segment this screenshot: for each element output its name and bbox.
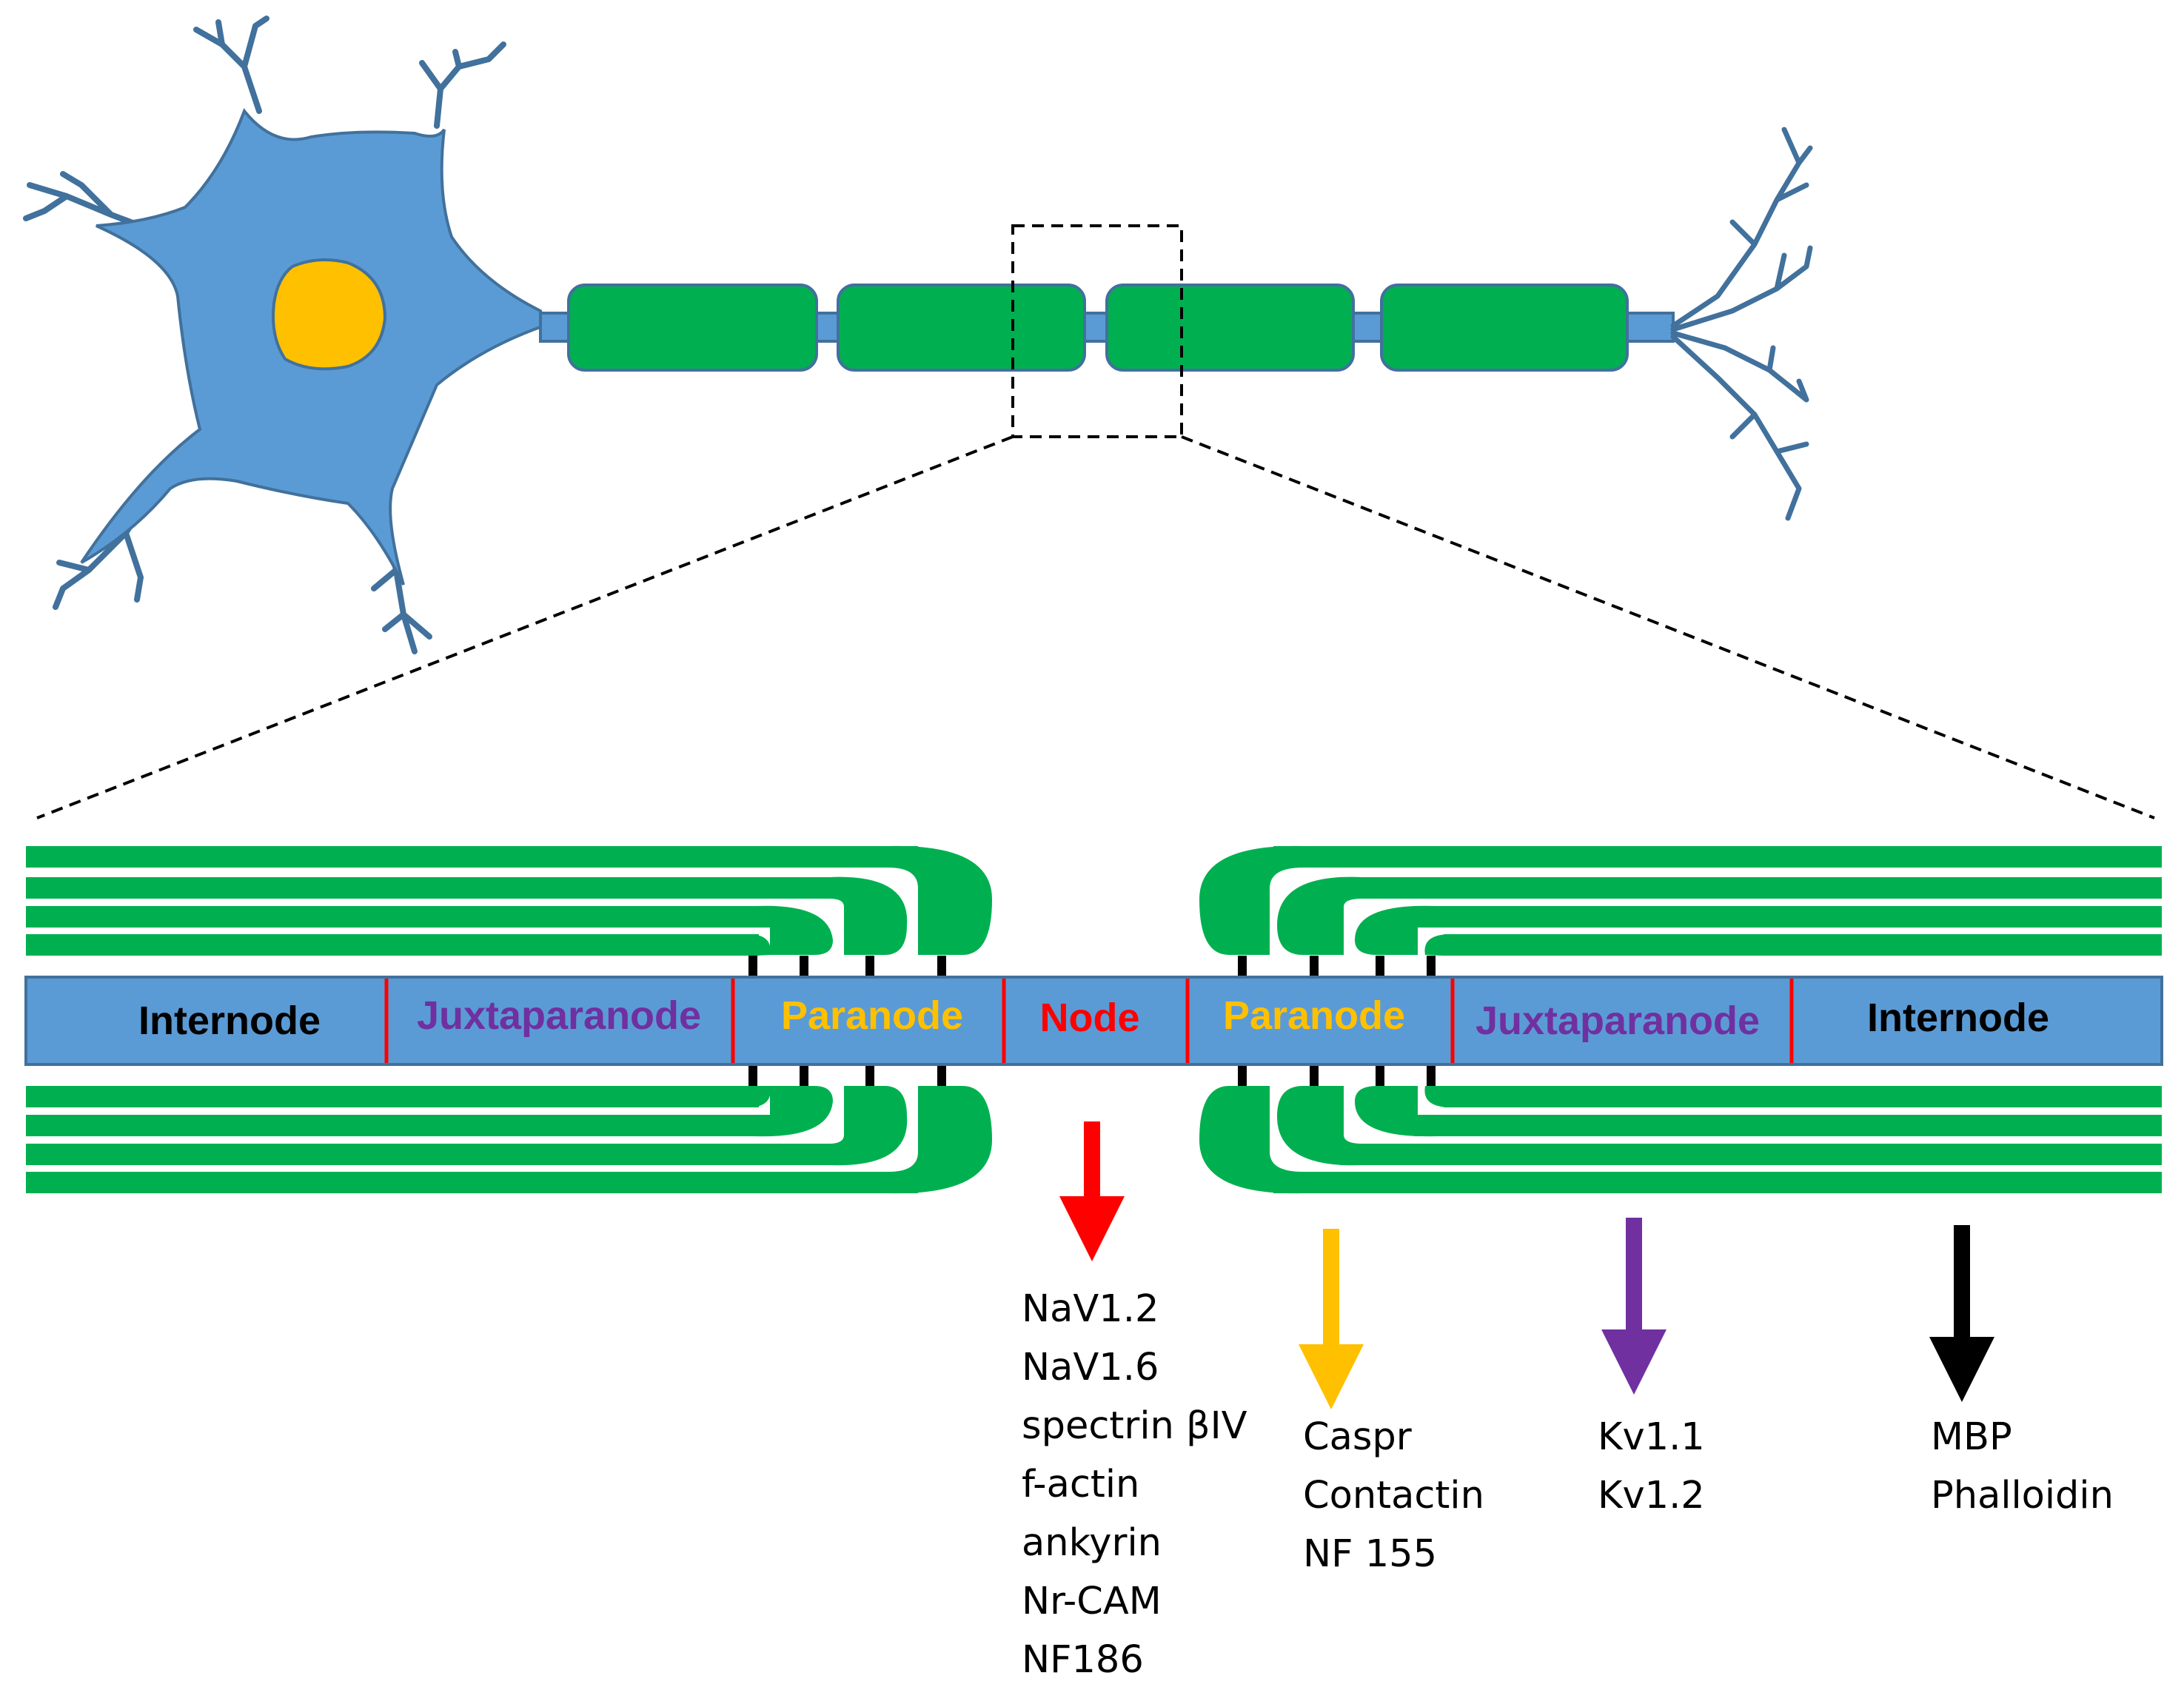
myelin-lamella: [1340, 1144, 2162, 1165]
myelin-lamella: [26, 1144, 844, 1165]
segment-labels: Internode Juxtaparanode Paranode Node Pa…: [138, 993, 2049, 1043]
paranodal-loop: [755, 1086, 833, 1137]
segment-label-internode-left: Internode: [138, 999, 321, 1043]
dendrites: [23, 16, 506, 654]
marker-item: f-actin: [1022, 1463, 1139, 1506]
myelin-lamella: [1273, 846, 2162, 868]
marker-item: Kv1.2: [1598, 1474, 1705, 1517]
myelin-sheath: [1380, 284, 1629, 372]
axon-detail: [24, 976, 2163, 1066]
zoom-lines: [36, 435, 2155, 819]
paranodal-loop: [755, 905, 833, 955]
paranodal-loop: [1199, 1086, 1303, 1194]
marker-arrows: [1059, 1121, 1994, 1409]
marker-item: ankyrin: [1022, 1521, 1162, 1565]
axon-terminals: [1670, 127, 1813, 521]
septate-junctions: [748, 956, 1436, 1086]
marker-item: NF186: [1022, 1638, 1144, 1682]
myelin-sheaths: [567, 284, 1629, 372]
marker-item: Kv1.1: [1598, 1415, 1705, 1459]
myelin-lamella: [26, 906, 770, 928]
node-region-detail: Internode Juxtaparanode Paranode Node Pa…: [24, 845, 2163, 1194]
myelin-lamellae-right-top: [1199, 845, 2162, 956]
zoom-box: [1011, 224, 1183, 438]
marker-item: MBP: [1931, 1415, 2012, 1459]
nucleus: [272, 258, 387, 371]
marker-list-internode: MBP Phalloidin: [1931, 1415, 2114, 1517]
myelin-lamella: [26, 934, 759, 956]
paranodal-loop: [888, 845, 992, 955]
paranodal-loop: [748, 1086, 771, 1107]
myelin-sheath: [837, 284, 1086, 372]
myelin-lamella: [1273, 1172, 2162, 1193]
marker-item: Phalloidin: [1931, 1474, 2114, 1517]
marker-item: NaV1.2: [1022, 1287, 1159, 1331]
segment-label-node: Node: [1040, 996, 1140, 1040]
paranodal-loop: [888, 1086, 992, 1194]
myelin-lamella: [1414, 906, 2162, 928]
segment-label-juxtaparanode-left: Juxtaparanode: [417, 993, 701, 1038]
myelin-lamella: [26, 1086, 759, 1107]
neuron: [23, 16, 1813, 654]
segment-label-paranode-left: Paranode: [781, 993, 963, 1038]
segment-dividers: [384, 979, 1794, 1063]
segment-label-paranode-right: Paranode: [1223, 993, 1405, 1038]
paranodal-loop: [1277, 1086, 1362, 1166]
paranodal-loop: [748, 934, 771, 956]
myelin-lamella: [26, 1115, 770, 1136]
marker-item: Nr-CAM: [1022, 1580, 1162, 1623]
myelin-lamella: [1444, 1086, 2162, 1107]
marker-item: Caspr: [1303, 1415, 1412, 1459]
segment-label-juxtaparanode-right: Juxtaparanode: [1475, 999, 1760, 1043]
paranodal-loop: [829, 876, 908, 955]
myelin-lamella: [1340, 877, 2162, 899]
marker-list-paranode: Caspr Contactin NF 155: [1303, 1415, 1484, 1576]
myelin-lamella: [26, 877, 844, 899]
myelin-lamella: [26, 1172, 918, 1193]
paranodal-loop: [829, 1086, 908, 1166]
myelin-sheath: [1105, 284, 1355, 372]
marker-item: NaV1.6: [1022, 1346, 1159, 1389]
myelin-lamellae-left-top: [26, 845, 992, 956]
zoom-line-right: [1181, 435, 2155, 819]
myelin-sheath: [567, 284, 818, 372]
marker-item: spectrin βIV: [1022, 1404, 1247, 1448]
marker-list-juxtaparanode: Kv1.1 Kv1.2: [1598, 1415, 1705, 1517]
marker-list-node: NaV1.2 NaV1.6 spectrin βIV f-actin ankyr…: [1022, 1287, 1247, 1682]
myelin-lamellae-left-bottom: [26, 1086, 992, 1194]
myelin-lamellae-right-bottom: [1199, 1086, 2162, 1194]
myelin-lamella: [1444, 934, 2162, 956]
segment-label-internode-right: Internode: [1867, 996, 2049, 1040]
marker-item: Contactin: [1303, 1474, 1484, 1517]
paranodal-loop: [1355, 905, 1436, 955]
paranodal-loop: [1355, 1086, 1436, 1137]
myelin-lamella: [26, 846, 918, 868]
paranodal-loop: [1199, 845, 1303, 955]
paranodal-loop: [1277, 876, 1362, 955]
marker-item: NF 155: [1303, 1532, 1437, 1576]
paranodal-loop: [1424, 934, 1451, 956]
paranodal-loop: [1424, 1086, 1451, 1107]
zoom-line-left: [36, 435, 1014, 819]
myelin-lamella: [1414, 1115, 2162, 1136]
